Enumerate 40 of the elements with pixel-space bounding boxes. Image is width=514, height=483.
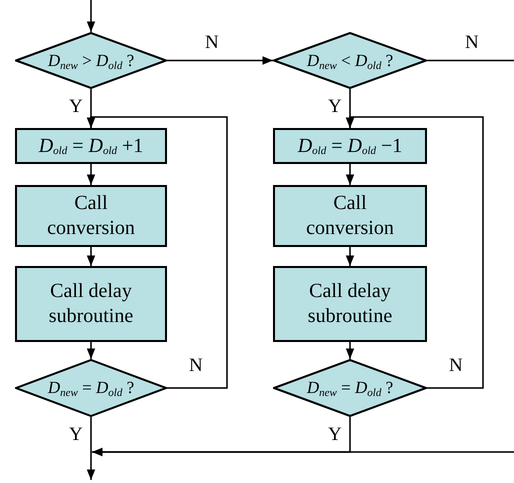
arrow	[86, 342, 96, 359]
process-text: D$_{old}$ = D$_{old}$ +1	[38, 134, 144, 158]
decision-diamond	[15, 359, 167, 417]
arrow	[86, 116, 228, 389]
edge-label: N	[465, 32, 479, 52]
arrow	[346, 247, 354, 266]
edge-label: N	[205, 32, 219, 52]
edge-label: N	[449, 356, 463, 375]
edge-label: Y	[328, 97, 342, 116]
edge-label: N	[189, 356, 203, 375]
process-text: Call conversion	[305, 191, 395, 241]
condition-text: D$_{new}$ > D$_{old}$ ?	[48, 50, 134, 72]
condition-text: D$_{new}$ < D$_{old}$ ?	[306, 50, 394, 72]
process-box	[273, 185, 427, 247]
process-box	[273, 128, 427, 164]
edge-label: Y	[328, 425, 342, 444]
process-text: Call delay subroutine	[306, 279, 394, 329]
arrow	[92, 417, 351, 456]
decision-diamond	[15, 32, 167, 89]
decision-diamond	[273, 32, 427, 89]
arrow	[346, 164, 354, 185]
process-text: D$_{old}$ = D$_{old}$ −1	[298, 134, 402, 158]
process-box	[15, 185, 167, 247]
arrow	[167, 56, 273, 65]
arrow	[86, 0, 96, 32]
arrow	[86, 247, 96, 266]
condition-text: D$_{new}$ = D$_{old}$ ?	[306, 377, 394, 399]
edge-label: Y	[69, 425, 83, 444]
arrow	[86, 164, 96, 185]
arrow	[86, 417, 96, 480]
arrow	[346, 116, 484, 389]
edge-label: Y	[69, 97, 83, 116]
arrow	[346, 342, 354, 359]
process-box	[15, 128, 167, 164]
decision-diamond	[273, 359, 427, 417]
process-text: Call conversion	[46, 191, 136, 241]
process-box	[15, 266, 167, 342]
process-box	[273, 266, 427, 342]
process-text: Call delay subroutine	[48, 279, 134, 329]
condition-text: D$_{new}$ = D$_{old}$ ?	[48, 377, 134, 399]
